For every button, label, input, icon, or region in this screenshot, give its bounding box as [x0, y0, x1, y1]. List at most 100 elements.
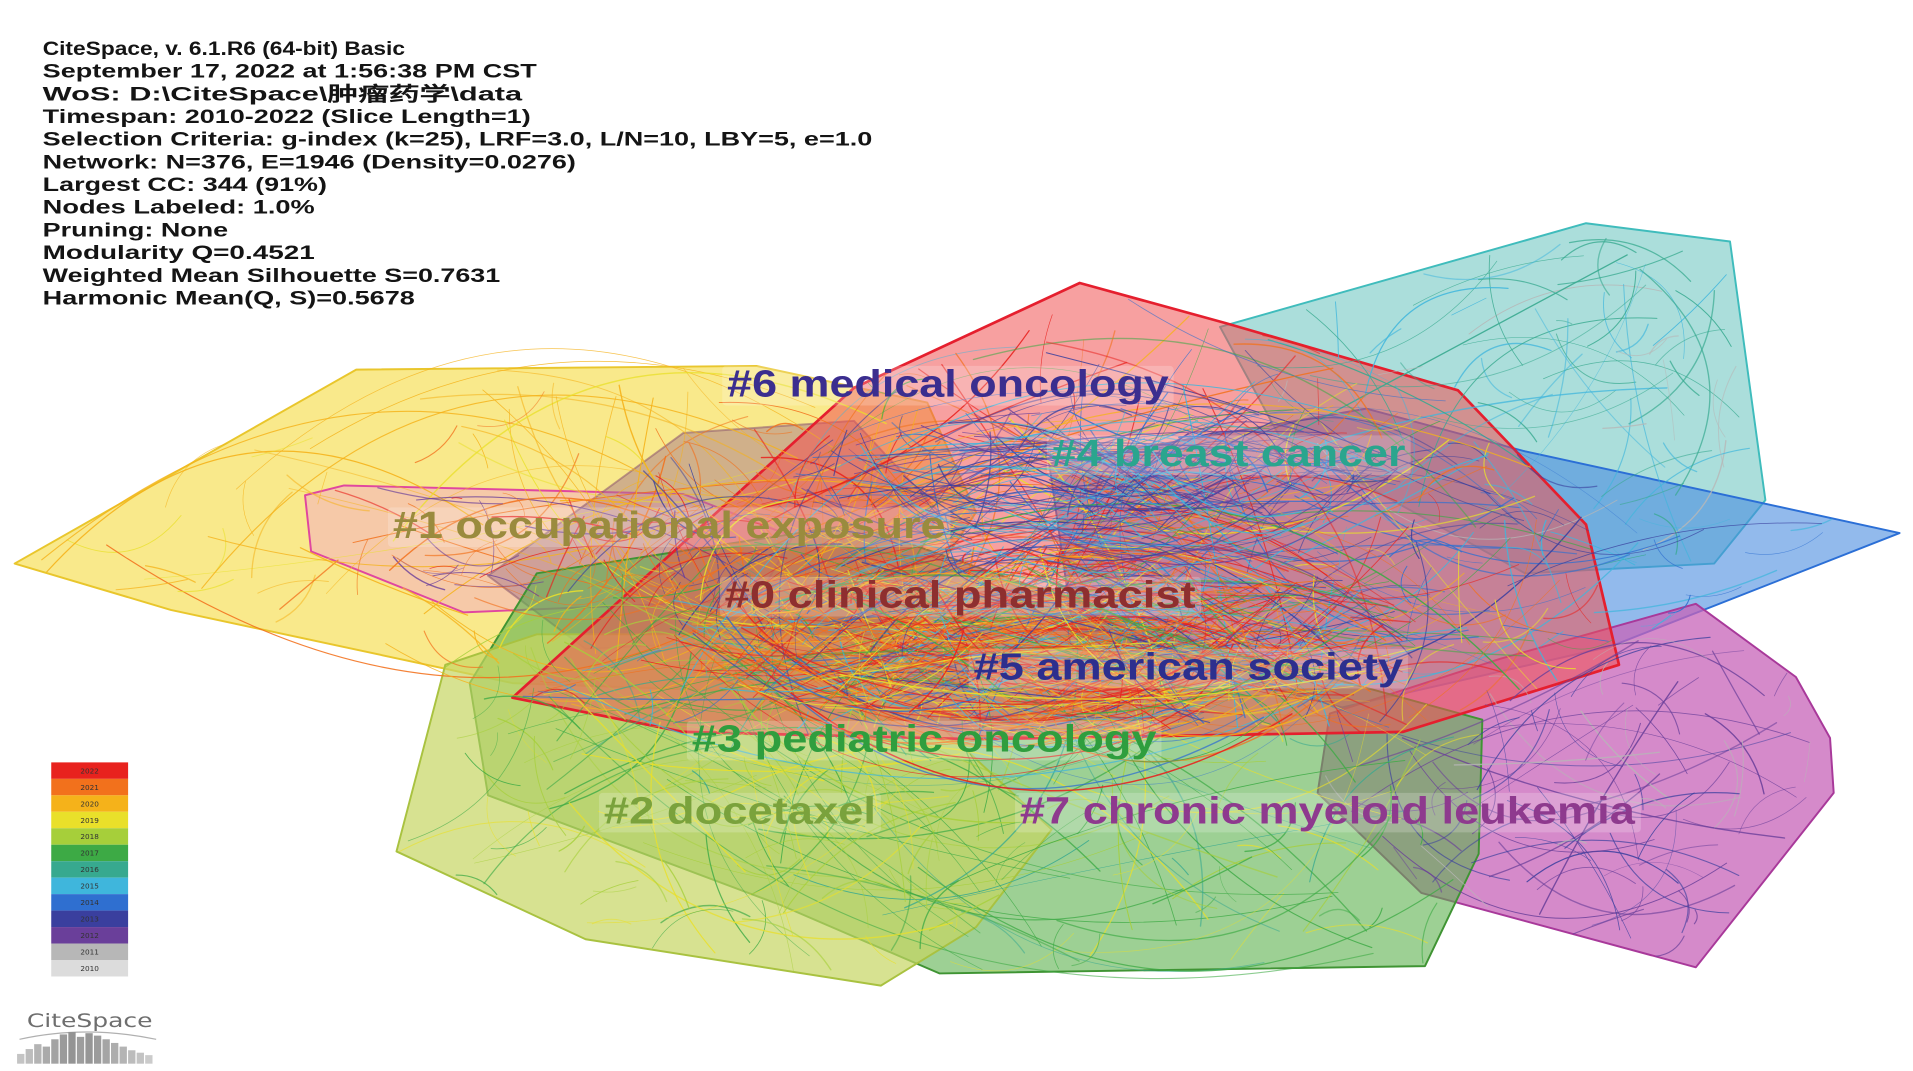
network-link — [1717, 365, 1737, 468]
network-link — [1538, 681, 1679, 915]
network-link — [1488, 255, 1524, 366]
network-link — [1046, 579, 1560, 728]
network-link — [761, 552, 872, 569]
network-link — [456, 700, 534, 739]
cluster-label-backdrop — [387, 507, 951, 547]
network-link — [1652, 274, 1727, 346]
network-link — [1634, 773, 1644, 811]
network-link — [1394, 732, 1792, 767]
network-link — [925, 445, 1015, 492]
network-link — [648, 572, 676, 607]
network-link — [925, 838, 933, 911]
network-link — [781, 621, 1195, 645]
network-link — [980, 678, 1341, 785]
network-link — [651, 586, 674, 649]
network-link — [776, 611, 1211, 730]
network-link — [1502, 546, 1550, 568]
legend-swatch — [51, 778, 129, 796]
network-link — [524, 725, 811, 763]
network-link — [1628, 290, 1716, 425]
network-link — [1593, 398, 1632, 510]
network-link — [254, 449, 702, 610]
network-link — [709, 604, 828, 634]
network-link — [852, 485, 1026, 506]
network-link — [919, 880, 959, 950]
network-link — [649, 679, 700, 713]
network-link — [871, 489, 894, 509]
network-link — [407, 503, 445, 543]
network-link — [891, 422, 1110, 478]
network-link — [1035, 672, 1181, 695]
network-link — [748, 805, 871, 826]
network-link — [749, 512, 853, 547]
network-link — [1738, 786, 1796, 835]
network-link — [1289, 408, 1306, 479]
network-link — [901, 520, 1416, 647]
network-link — [842, 562, 1255, 636]
network-link — [652, 909, 734, 949]
network-link — [1460, 704, 1634, 817]
network-link — [1323, 579, 1490, 616]
network-link — [685, 780, 767, 789]
network-link — [1093, 330, 1116, 384]
network-link — [888, 683, 1011, 717]
network-link — [841, 520, 1347, 665]
network-link — [1516, 454, 1598, 489]
network-link — [1803, 741, 1811, 782]
network-link — [865, 935, 897, 964]
network-link — [649, 689, 654, 726]
network-link — [1224, 455, 1282, 536]
logo-wordmark: CiteSpace — [27, 1011, 153, 1032]
network-link — [1486, 690, 1510, 792]
network-link — [892, 465, 1143, 538]
network-link — [1088, 706, 1204, 927]
network-link — [902, 500, 1366, 520]
network-link — [636, 650, 662, 662]
network-link — [618, 384, 807, 578]
network-link — [1363, 544, 1429, 585]
network-link — [1107, 487, 1181, 511]
logo-bar — [111, 1042, 119, 1064]
network-link — [1125, 594, 1304, 612]
logo-bar — [42, 1046, 51, 1064]
legend-year-label: 2013 — [80, 915, 99, 924]
network-link — [640, 505, 702, 554]
network-link — [497, 369, 793, 593]
network-link — [1412, 255, 1584, 306]
network-link — [960, 429, 1046, 453]
legend-year-label: 2019 — [80, 816, 99, 825]
network-link — [414, 425, 458, 464]
network-link — [46, 450, 484, 573]
network-link — [1271, 473, 1372, 534]
network-link — [839, 637, 917, 709]
network-link — [1286, 563, 1340, 571]
network-link — [1155, 413, 1243, 423]
network-link — [793, 839, 1090, 900]
network-link — [769, 675, 1293, 792]
network-link — [334, 489, 430, 534]
network-link — [1165, 483, 1320, 535]
network-link — [1624, 447, 1750, 525]
network-link — [1141, 433, 1246, 540]
legend-swatch — [51, 762, 129, 779]
network-link — [670, 457, 721, 600]
network-link — [753, 428, 836, 602]
network-link — [1468, 583, 1557, 634]
network-link — [865, 769, 873, 820]
network-link — [1241, 696, 1271, 725]
network-link — [808, 580, 1080, 651]
network-link — [1665, 868, 1689, 934]
network-link — [992, 575, 1201, 663]
network-link — [814, 664, 1042, 727]
network-link — [755, 606, 1337, 760]
network-link — [745, 838, 845, 859]
legend-year-label: 2018 — [80, 832, 99, 841]
network-link — [1031, 403, 1379, 466]
network-link — [1526, 850, 1679, 884]
network-link — [870, 446, 1218, 523]
network-link — [1202, 591, 1391, 659]
network-link — [1060, 452, 1358, 517]
network-link — [749, 900, 766, 955]
network-link — [851, 437, 893, 501]
